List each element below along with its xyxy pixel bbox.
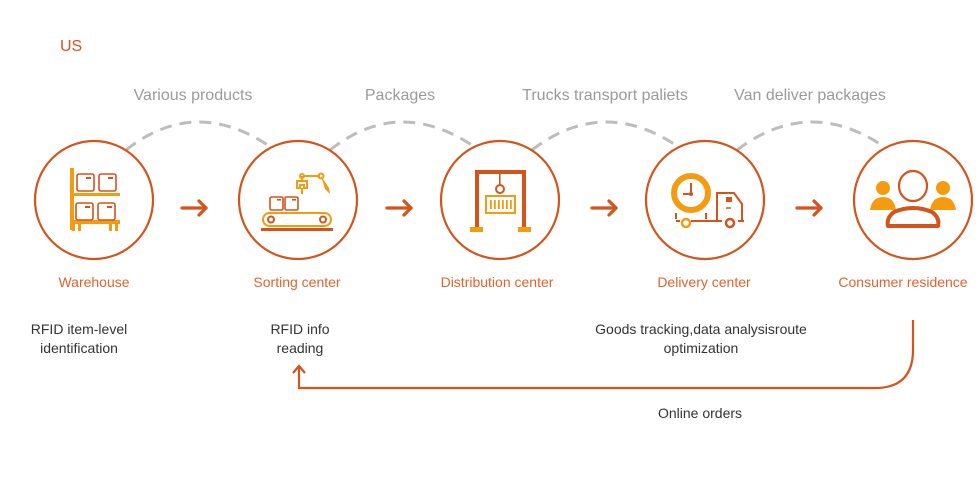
node-label-warehouse: Warehouse [58, 274, 130, 290]
clock-truck-icon [671, 173, 744, 229]
route-arc-2 [329, 120, 477, 152]
node-label-distribution-center: Distribution center [440, 274, 554, 290]
desc-warehouse: RFID item-level identification [31, 320, 127, 358]
return-flow-label: Online orders [657, 405, 743, 421]
desc-line: Goods tracking,data analysisroute [595, 321, 807, 337]
arrow-up-icon [292, 364, 306, 374]
desc-line: RFID item-level [30, 321, 128, 337]
consumers-group-icon [870, 169, 956, 228]
node-label-sorting-center: Sorting center [253, 274, 341, 290]
node-circle-warehouse [33, 139, 155, 261]
robot-arm-conveyor-icon [261, 172, 333, 231]
desc-delivery-center: Goods tracking,data analysisroute optimi… [595, 320, 807, 358]
node-circle-distribution-center [439, 139, 561, 261]
arrow-right-icon [180, 199, 208, 217]
gantry-crane-container-icon [470, 170, 531, 232]
desc-line: identification [40, 340, 118, 356]
route-label-van: Van deliver packages [734, 87, 886, 104]
route-label-packages: Packages [364, 87, 436, 104]
node-label-delivery-center: Delivery center [657, 274, 751, 290]
route-arc-4 [736, 120, 887, 152]
arrow-right-icon [590, 199, 618, 217]
route-arc-3 [531, 120, 681, 152]
arrow-right-icon [795, 199, 823, 217]
desc-sorting-center: RFID info reading [270, 320, 329, 358]
warehouse-shelf-icon [70, 168, 120, 231]
desc-line: RFID info [270, 321, 330, 337]
arrow-right-icon [385, 199, 413, 217]
desc-line: reading [276, 340, 324, 356]
return-flow-line [297, 320, 915, 390]
route-label-trucks: Trucks transport paliets [522, 87, 688, 104]
route-label-various-products: Various products [133, 87, 253, 104]
desc-line: optimization [663, 340, 739, 356]
node-label-consumer-residence: Consumer residence [838, 274, 968, 290]
region-label: US [60, 38, 83, 55]
route-arc-1 [125, 120, 273, 152]
